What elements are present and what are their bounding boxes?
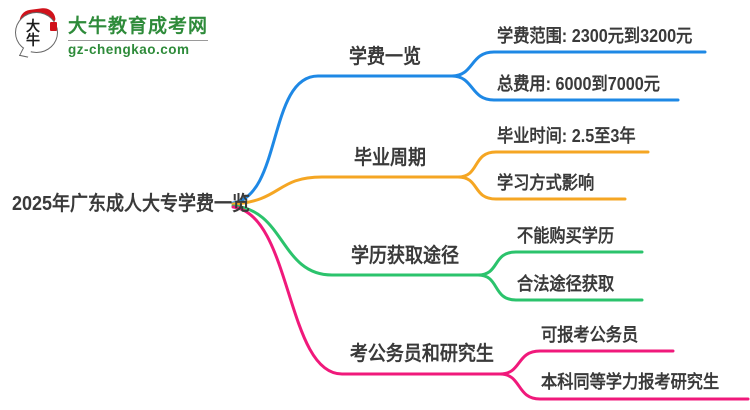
branch-exams-child1-line <box>498 349 675 376</box>
leaf-postgrad-eligibility: 本科同等学力报考研究生 <box>541 372 720 392</box>
site-name: 大牛教育成考网 <box>68 15 209 37</box>
branch-degree-lines <box>231 204 644 302</box>
leaf-no-buying-degree: 不能购买学历 <box>517 226 615 246</box>
logo-bubble-tail <box>18 47 33 58</box>
leaf-study-mode: 学习方式影响 <box>497 173 595 193</box>
branch-degree-child2-line <box>476 273 644 302</box>
logo-divider <box>68 39 209 41</box>
leaf-civil-service: 可报考公务员 <box>541 325 639 345</box>
logo-seal-shape <box>50 22 57 31</box>
branch-exams-label: 考公务员和研究生 <box>349 343 494 365</box>
branch-graduation-label: 毕业周期 <box>354 147 426 169</box>
branch-tuition-lines <box>231 50 707 205</box>
logo-text-block: 大牛教育成考网 gz-chengkao.com <box>68 11 209 57</box>
branch-exams-trunk-line <box>231 205 502 376</box>
branch-exams-lines <box>231 205 750 401</box>
branch-graduation-child1-line <box>456 150 650 179</box>
branch-degree-child1-line <box>476 250 644 277</box>
branch-tuition-child2-line <box>450 74 680 102</box>
logo-speech-bubble <box>15 12 58 53</box>
site-domain: gz-chengkao.com <box>68 41 190 57</box>
branch-tuition-trunk-line <box>231 74 454 205</box>
branch-tuition-label: 学费一览 <box>349 46 421 68</box>
leaf-tuition-total: 总费用: 6000到7000元 <box>497 74 660 94</box>
site-logo: 大牛 大牛教育成考网 gz-chengkao.com <box>14 6 209 58</box>
branch-exams-child2-line <box>498 372 750 401</box>
branch-tuition-child1-line <box>450 50 707 78</box>
root-node: 2025年广东成人大专学费一览 <box>12 193 251 215</box>
leaf-graduation-time: 毕业时间: 2.5至3年 <box>497 126 636 146</box>
branch-graduation-lines <box>231 150 650 206</box>
logo-mark-icon: 大牛 <box>14 6 61 58</box>
branch-graduation-trunk-line <box>231 175 460 206</box>
leaf-tuition-range: 学费范围: 2300元到3200元 <box>497 26 693 46</box>
branch-graduation-child2-line <box>456 175 627 201</box>
branch-degree-label: 学历获取途径 <box>351 245 459 267</box>
logo-mark-text: 大牛 <box>26 18 40 48</box>
leaf-legal-channels: 合法途径获取 <box>517 274 615 294</box>
branch-degree-trunk-line <box>231 204 480 277</box>
